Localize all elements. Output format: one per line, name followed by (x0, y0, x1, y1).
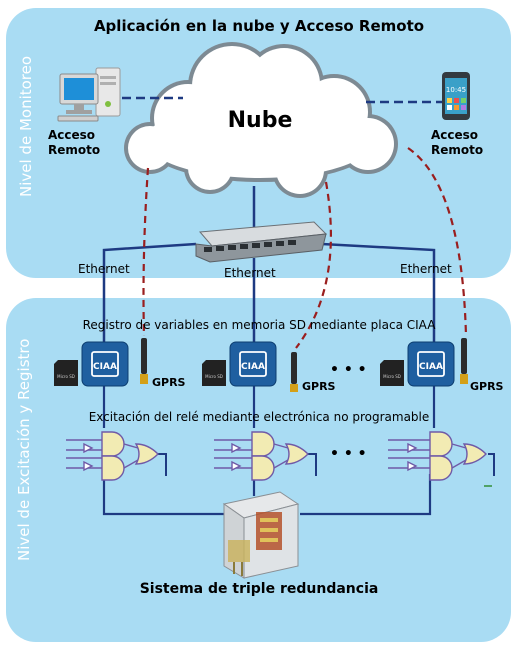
ciaa-label: CIAA (419, 362, 443, 372)
logic-gates-icon (214, 431, 309, 481)
ethernet-label-left: Ethernet (78, 262, 130, 276)
logic-gates-icon (388, 431, 492, 487)
remote-access-left-label: Acceso Remoto (48, 128, 100, 158)
cloud-label: Nube (227, 108, 293, 133)
network-switch-icon (195, 221, 328, 263)
microsd-label: Micro SD (383, 374, 401, 379)
ciaa-board-icon: CIAA (229, 341, 277, 387)
phone-time: 10:45 (446, 86, 466, 94)
ciaa-board-icon: CIAA (407, 341, 455, 387)
cloud-application-title: Aplicación en la nube y Acceso Remoto (93, 17, 425, 35)
microsd-label: Micro SD (205, 374, 223, 379)
ciaa-board-icon: CIAA (81, 341, 129, 387)
ciaa-label: CIAA (241, 362, 265, 372)
gprs-label-center: GPRS (302, 380, 336, 393)
remote-access-left-line-1: Acceso (48, 128, 96, 142)
gprs-label-left: GPRS (152, 376, 186, 389)
remote-access-right-label: Acceso Remoto (431, 128, 483, 158)
micro-sd-card-icon: Micro SD (380, 360, 404, 386)
triple-redundancy-title: Sistema de triple redundancia (139, 581, 379, 597)
gprs-antenna-icon (460, 338, 468, 384)
remote-access-left-line-2: Remoto (48, 143, 101, 157)
smartphone-icon: 10:45 (442, 72, 470, 120)
remote-access-right-line-2: Remoto (431, 143, 484, 157)
desktop-computer-icon (57, 67, 121, 122)
ethernet-label-right: Ethernet (400, 262, 452, 276)
logic-gates-icon (66, 431, 159, 481)
remote-access-right-line-1: Acceso (431, 128, 479, 142)
sd-registry-label: Registro de variables en memoria SD medi… (82, 318, 436, 332)
ellipsis-gates: • • • (330, 446, 367, 462)
cloud-icon (124, 42, 398, 198)
ciaa-label: CIAA (93, 362, 117, 372)
ethernet-label-center: Ethernet (224, 266, 276, 280)
ellipsis-boards: • • • (330, 362, 367, 378)
gprs-antenna-icon (140, 338, 148, 384)
gprs-antenna-icon (290, 352, 298, 392)
relay-excitation-label: Excitación del relé mediante electrónica… (88, 410, 430, 424)
micro-sd-card-icon: Micro SD (202, 360, 226, 386)
gprs-label-right: GPRS (470, 380, 504, 393)
micro-sd-card-icon: Micro SD (54, 360, 78, 386)
microsd-label: Micro SD (57, 374, 75, 379)
triple-redundancy-relay-icon (222, 491, 300, 579)
